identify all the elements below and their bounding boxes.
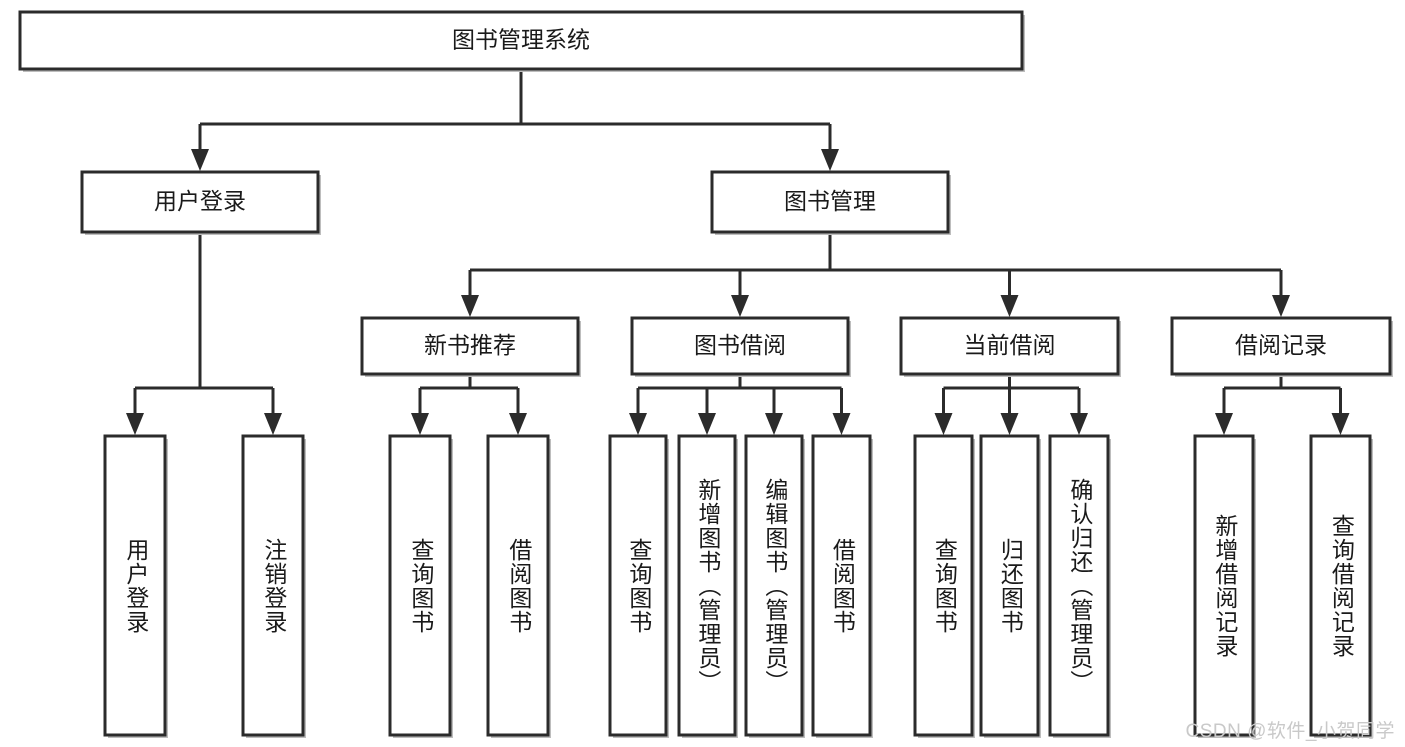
node-label: 用户登录 [154,188,246,214]
node-l_c_query[interactable] [913,434,975,738]
node-root[interactable] [18,10,1025,72]
arrow-head-icon [765,413,783,435]
node-n_user_login[interactable] [80,170,321,235]
node-n_record[interactable] [1170,316,1393,377]
node-l_nr_borrow[interactable] [486,434,551,738]
arrow-head-icon [411,413,429,435]
arrow-head-icon [821,149,839,171]
node-box-outline [360,316,580,376]
node-label: 图书管理 [784,188,876,214]
node-n_current[interactable] [899,316,1121,377]
node-box-outline [899,316,1120,376]
node-l_user_login[interactable] [103,434,168,738]
edge-layer [126,69,1350,435]
node-box-outline [913,434,974,737]
node-box-outline [80,170,320,234]
node-l_c_return[interactable] [979,434,1041,738]
node-l_c_confirm[interactable] [1048,434,1111,738]
arrow-head-icon [1000,295,1019,317]
node-l_r_add[interactable] [1193,434,1256,738]
watermark-text: CSDN @软件_小贺同学 [1185,721,1395,742]
node-label: 当前借阅 [964,332,1056,358]
node-label: 借阅记录 [1235,332,1327,358]
arrow-head-icon [1070,413,1088,435]
node-box-outline [744,434,804,737]
node-box-outline [1170,316,1392,376]
arrow-head-icon [1000,413,1019,435]
node-box-outline [1309,434,1372,737]
node-box-outline [1193,434,1255,737]
node-label: 图书借阅 [694,332,786,358]
arrow-head-icon [698,413,716,435]
node-box-outline [811,434,872,737]
node-box-outline [103,434,167,737]
node-l_b_add[interactable] [677,434,738,738]
arrow-head-icon [934,413,953,435]
node-box-outline [710,170,950,234]
node-box-outline [241,434,305,737]
node-n_new_rec[interactable] [360,316,581,377]
node-box-outline [630,316,850,376]
node-l_b_query[interactable] [608,434,669,738]
arrow-head-icon [461,295,479,317]
arrow-head-icon [832,413,851,435]
node-l_b_edit[interactable] [744,434,805,738]
node-l_b_borrow[interactable] [811,434,873,738]
node-box-outline [18,10,1024,71]
node-n_borrow[interactable] [630,316,851,377]
arrow-head-icon [1331,413,1350,435]
node-label: 图书管理系统 [452,27,590,53]
node-l_nr_query[interactable] [388,434,453,738]
arrow-head-icon [1215,413,1233,435]
node-n_book_manage[interactable] [710,170,951,235]
node-box-outline [388,434,452,737]
arrow-head-icon [1272,295,1290,317]
arrow-head-icon [264,413,282,435]
node-label: 新书推荐 [424,332,516,358]
arrow-head-icon [731,295,749,317]
node-box-outline [486,434,550,737]
node-box-outline [1048,434,1110,737]
node-l_r_query[interactable] [1309,434,1373,738]
arrow-head-icon [509,413,527,435]
node-box-outline [677,434,737,737]
node-box-outline [608,434,668,737]
arrow-head-icon [126,413,144,435]
node-box-outline [979,434,1040,737]
arrow-head-icon [191,149,209,171]
arrow-head-icon [629,413,647,435]
node-l_user_logout[interactable] [241,434,306,738]
